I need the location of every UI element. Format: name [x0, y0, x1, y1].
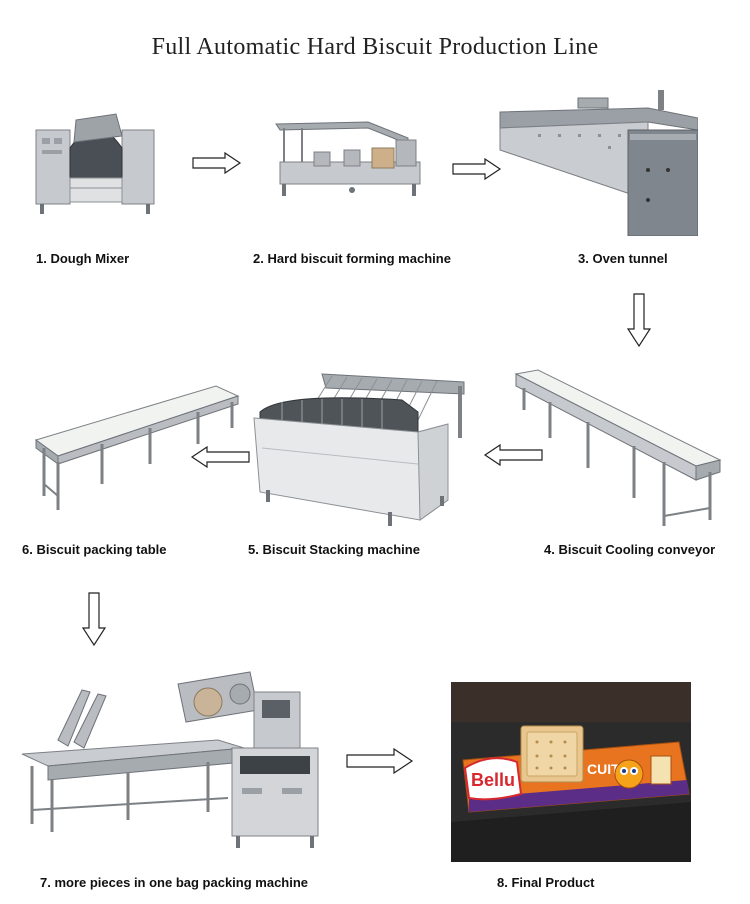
forming-machine-icon — [275, 121, 421, 196]
stage-label-dough-mixer: 1. Dough Mixer — [36, 251, 130, 266]
stage-label-forming-machine: 2. Hard biscuit forming machine — [253, 251, 451, 266]
flow-arrow-left-icon — [483, 444, 543, 466]
flow-arrow-down-icon — [627, 293, 651, 347]
biscuit-pack-photo: Bellu CUITS — [451, 682, 691, 862]
flow-arrow-left-icon — [190, 446, 250, 468]
dough-mixer-icon — [35, 113, 155, 214]
cooling-conveyor-icon — [514, 369, 722, 526]
stage-label-cooling-conveyor: 4. Biscuit Cooling conveyor — [544, 542, 716, 557]
stage-label-packing-table: 6. Biscuit packing table — [22, 542, 167, 557]
stage-label-packing-machine: 7. more pieces in one bag packing machin… — [40, 875, 309, 890]
stage-label-oven-tunnel: 3. Oven tunnel — [578, 251, 668, 266]
stage-label-stacking-machine: 5. Biscuit Stacking machine — [248, 542, 420, 557]
flow-arrow-right-icon — [346, 748, 414, 774]
flow-arrow-right-icon — [192, 152, 242, 174]
packing-table-icon — [34, 385, 240, 510]
pack-brand-text: Bellu — [471, 770, 515, 790]
stacking-machine-icon — [253, 373, 465, 526]
oven-tunnel-icon — [499, 90, 698, 236]
flow-arrow-down-icon — [82, 592, 106, 646]
page-title: Full Automatic Hard Biscuit Production L… — [151, 34, 599, 60]
flow-arrow-right-icon — [452, 158, 502, 180]
stage-label-final-product: 8. Final Product — [497, 875, 595, 890]
packing-machine-icon — [21, 671, 319, 848]
